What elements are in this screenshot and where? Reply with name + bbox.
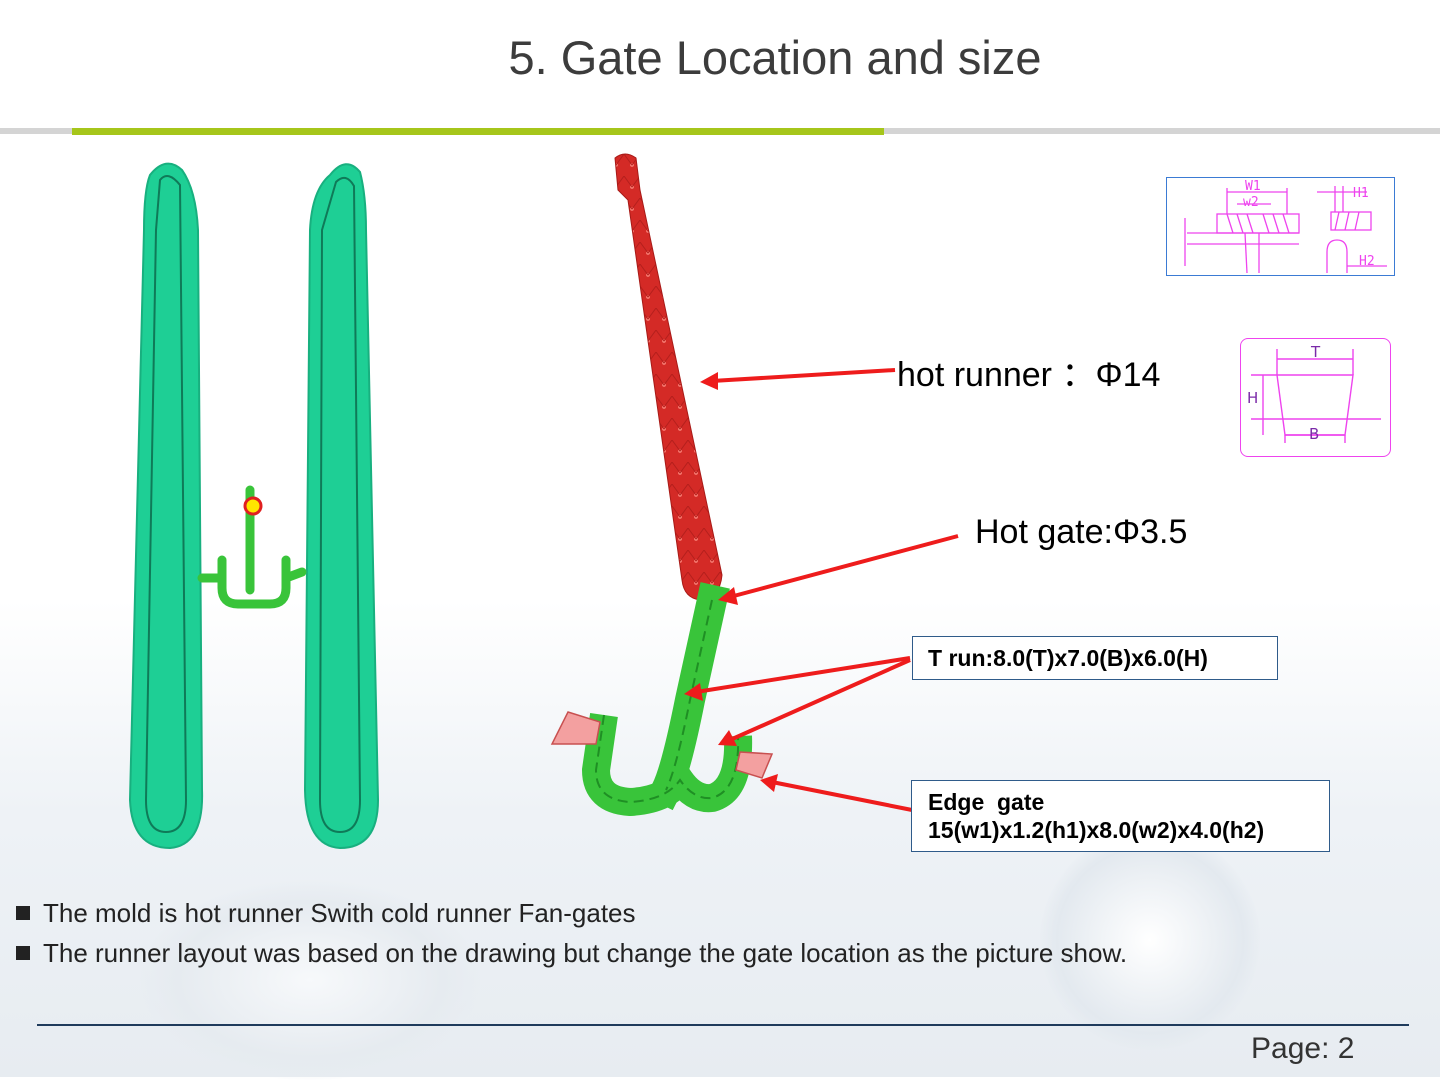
bullet-text: The runner layout was based on the drawi… (43, 937, 1128, 968)
cold-runner (581, 582, 753, 817)
bullet-square-icon (16, 946, 30, 960)
page-number: Page: 2 (1251, 1032, 1355, 1065)
diagram-h1-label: H1 (1353, 186, 1369, 201)
edge-gate-dimensions: 15(w1)x1.2(h1)x8.0(w2)x4.0(h2) (928, 817, 1265, 843)
edge-gate-right (735, 751, 774, 779)
bullet-text: The mold is hot runner Swith cold runner… (43, 897, 636, 928)
hot-gate-label: Hot gate:Φ3.5 (975, 513, 1188, 551)
t-run-label: T run:8.0(T)x7.0(B)x6.0(H) (928, 645, 1208, 671)
diagram-b-label: B (1309, 425, 1319, 443)
bullet-item: The mold is hot runner Swith cold runner… (16, 893, 1127, 933)
footer-rule (37, 1024, 1409, 1026)
bullet-square-icon (16, 906, 30, 920)
background-disc (1040, 830, 1260, 1050)
diagram-t-label: T (1310, 343, 1321, 361)
diagram-h-label: H (1247, 389, 1258, 407)
part-left (128, 162, 204, 850)
background-disc (140, 880, 480, 1080)
title-accent-rule (72, 128, 884, 135)
callout-arrows (684, 368, 959, 812)
hot-runner-label: hot runner ：Φ14 (897, 356, 1161, 394)
fan-gate-diagram: W1 w2 H1 H2 (1166, 177, 1395, 276)
part-right (303, 163, 380, 850)
bullet-list: The mold is hot runner Swith cold runner… (16, 893, 1127, 973)
diagram-w2-label: w2 (1243, 195, 1259, 210)
hot-runner (614, 153, 723, 601)
t-run-callout: T run:8.0(T)x7.0(B)x6.0(H) (912, 636, 1278, 680)
bullet-item: The runner layout was based on the drawi… (16, 933, 1127, 973)
edge-gate-callout: Edge gate 15(w1)x1.2(h1)x8.0(w2)x4.0(h2) (911, 780, 1330, 852)
runner-layout-small (197, 485, 307, 609)
edge-gate-left (550, 711, 601, 745)
trapezoid-runner-diagram: T H B (1240, 338, 1391, 457)
diagram-h2-label: H2 (1359, 254, 1375, 269)
slide-title: 5. Gate Location and size (508, 31, 1042, 84)
edge-gate-label: Edge gate (928, 789, 1045, 815)
diagram-w1-label: W1 (1245, 179, 1261, 194)
